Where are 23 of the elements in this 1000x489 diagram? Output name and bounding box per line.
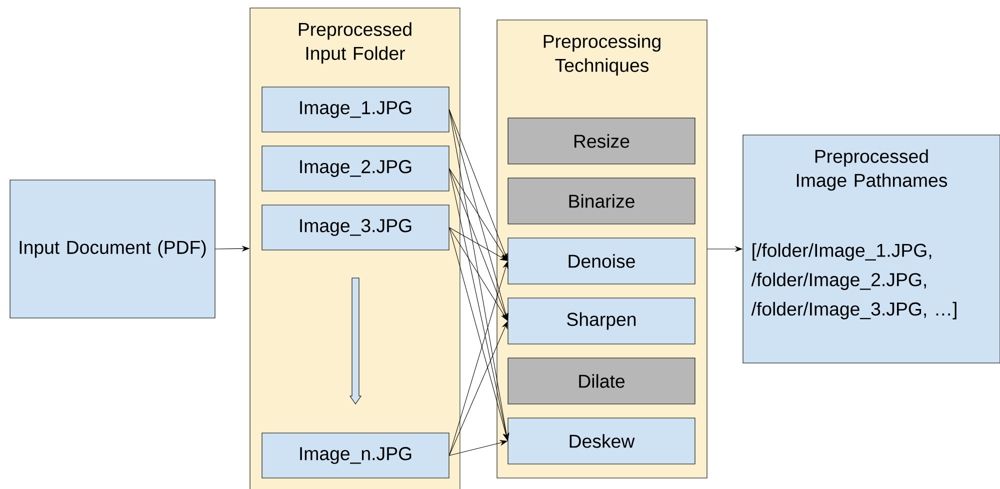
- process-box: Deskew: [508, 418, 696, 464]
- process-box: Binarize: [508, 178, 696, 224]
- panel-heading: Preprocessed Input Folder: [298, 22, 412, 64]
- process-box: Image_3.JPG: [262, 204, 450, 250]
- process-box: Denoise: [508, 238, 696, 284]
- arrow: [449, 321, 508, 456]
- arrow: [449, 109, 508, 261]
- process-box: Dilate: [508, 358, 696, 404]
- output-box: Preprocessed Image Pathnames [/folder/Image_1.JPG, /folder/Image_2.JPG, /folder/Image_3.JPG, …]: [742, 134, 1000, 364]
- process-box: Image_2.JPG: [262, 146, 450, 192]
- process-box: Sharpen: [508, 298, 696, 344]
- arrow: [449, 168, 509, 441]
- arrow: [449, 261, 508, 456]
- panel-heading: Preprocessing Techniques: [544, 34, 660, 76]
- arrow: [449, 168, 508, 321]
- arrow: [449, 168, 508, 261]
- process-box: Image_n.JPG: [262, 432, 450, 478]
- arrow: [449, 227, 508, 321]
- process-box: Input Document (PDF): [10, 180, 216, 318]
- arrow: [449, 227, 509, 441]
- arrow: [449, 109, 510, 441]
- process-box: Resize: [508, 118, 696, 164]
- process-box: Image_1.JPG: [262, 86, 450, 132]
